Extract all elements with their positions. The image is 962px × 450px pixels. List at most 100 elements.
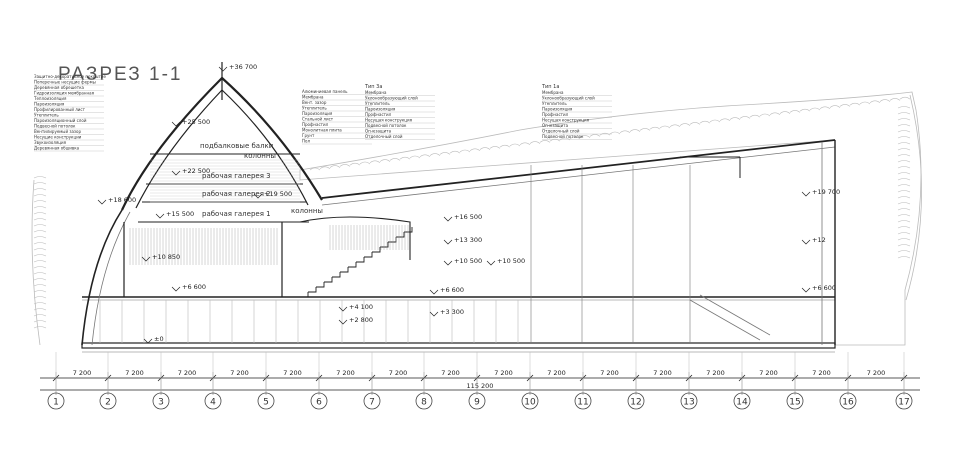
roof-scale	[339, 164, 351, 167]
axis-label: 4	[210, 398, 216, 408]
seat-step	[372, 247, 381, 253]
left-scale	[33, 188, 47, 191]
level-triangle	[801, 239, 811, 245]
roof-scale	[859, 101, 871, 105]
roof-scale	[769, 112, 781, 116]
roof-scale	[729, 117, 741, 120]
level-label: +19 700	[812, 188, 840, 196]
level-triangle	[253, 193, 263, 199]
seat-step	[300, 292, 309, 298]
spec-line: Звукоизоляция	[34, 140, 67, 145]
spec-line: Профнастил	[302, 122, 329, 127]
left-scale	[33, 218, 47, 221]
roof-scale	[619, 130, 631, 134]
axis-circle	[895, 392, 913, 410]
spec-line: Подвесной потолок	[34, 124, 76, 129]
roof-scale	[399, 156, 411, 160]
axis-circle	[257, 392, 275, 410]
level-triangle	[801, 191, 811, 197]
level-label: +22 500	[182, 167, 210, 175]
roof-scale	[589, 134, 601, 137]
level-label: +13 300	[454, 236, 482, 244]
axis-circle	[152, 392, 170, 410]
roof-scale	[819, 106, 831, 110]
seat-step	[396, 232, 405, 238]
axis-label: 2	[105, 398, 111, 408]
room-label: колонны	[291, 207, 323, 215]
dim-span-label: 7 200	[389, 369, 408, 377]
level-triangle	[429, 289, 439, 295]
spec-line: Мембрана	[542, 90, 564, 95]
left-scale	[33, 194, 47, 197]
spec-line: Подвесной потолок	[542, 134, 584, 139]
left-scale	[33, 308, 47, 311]
dim-span-label: 7 200	[73, 369, 92, 377]
seat-step	[308, 287, 317, 293]
right-scale	[897, 256, 911, 259]
level-label: ±0	[154, 335, 164, 343]
left-facade	[81, 209, 123, 346]
dim-span-label: 7 200	[706, 369, 725, 377]
spec-line: Пол	[302, 139, 310, 144]
left-scale	[33, 230, 47, 233]
axis-label: 9	[474, 398, 480, 408]
spec-title: Тип 3а	[364, 84, 382, 90]
axis-circle	[786, 392, 804, 410]
roof-scale	[639, 128, 651, 131]
faint-roof-silhouette	[31, 91, 922, 346]
roof-scale	[319, 166, 331, 170]
roof-scale	[379, 159, 391, 162]
left-scale	[33, 290, 47, 293]
axis-circle	[310, 392, 328, 410]
roof-scale	[349, 162, 361, 166]
spec-line: Уклонообразующий слой	[365, 96, 418, 101]
spec-line: Вент. зазор	[302, 100, 327, 105]
roof-scale	[429, 153, 441, 156]
dim-span-label: 7 200	[812, 369, 831, 377]
spec-line: Теплоизоляция	[33, 96, 67, 101]
level-triangle	[141, 256, 151, 262]
level-triangle	[171, 121, 181, 127]
dim-span-label: 7 200	[283, 369, 302, 377]
level-triangle	[443, 239, 453, 245]
roof-scale	[659, 125, 671, 129]
right-scale	[897, 154, 911, 157]
axis-label: 8	[421, 398, 427, 408]
roof-scale	[829, 105, 841, 108]
left-scale	[33, 278, 47, 281]
roof-scale	[669, 124, 681, 128]
spec-title: Тип 1а	[541, 84, 559, 90]
axis-circle	[468, 392, 486, 410]
spec-line: Подвесной потолок	[365, 123, 407, 128]
roof-scale	[419, 154, 431, 158]
spec-line: Защитно-декоративное покрытие	[34, 74, 106, 79]
level-triangle	[218, 66, 228, 72]
spec-line: Отделочный слой	[542, 129, 580, 134]
level-label: +18 600	[108, 196, 136, 204]
axis-circle	[99, 392, 117, 410]
spec-line: Мембрана	[365, 90, 387, 95]
axis-label: 11	[577, 398, 588, 408]
spec-line: Деревянная обрешетка	[34, 85, 84, 90]
dim-span-label: 7 200	[867, 369, 886, 377]
level-triangle	[171, 170, 181, 176]
building-structure	[81, 62, 836, 353]
level-label: +6 600	[812, 284, 836, 292]
spec-line: Поперечные несущие фермы	[34, 80, 96, 85]
level-label: +10 500	[454, 257, 482, 265]
left-scale	[33, 212, 47, 215]
roof-scale	[599, 132, 611, 136]
roof-scale	[779, 111, 791, 114]
spec-line: Пароизоляция	[542, 107, 573, 112]
spec-line: Пароизоляция	[34, 102, 65, 107]
roof-scale	[369, 160, 381, 164]
room-label: рабочая галерея 1	[202, 210, 271, 218]
spec-line: Огнезащита	[365, 129, 392, 134]
right-scale	[897, 202, 911, 205]
right-scale	[897, 220, 911, 223]
spec-line: Несущие конструкции	[34, 135, 82, 140]
roof-scale	[759, 113, 771, 117]
seat-step	[316, 282, 325, 288]
